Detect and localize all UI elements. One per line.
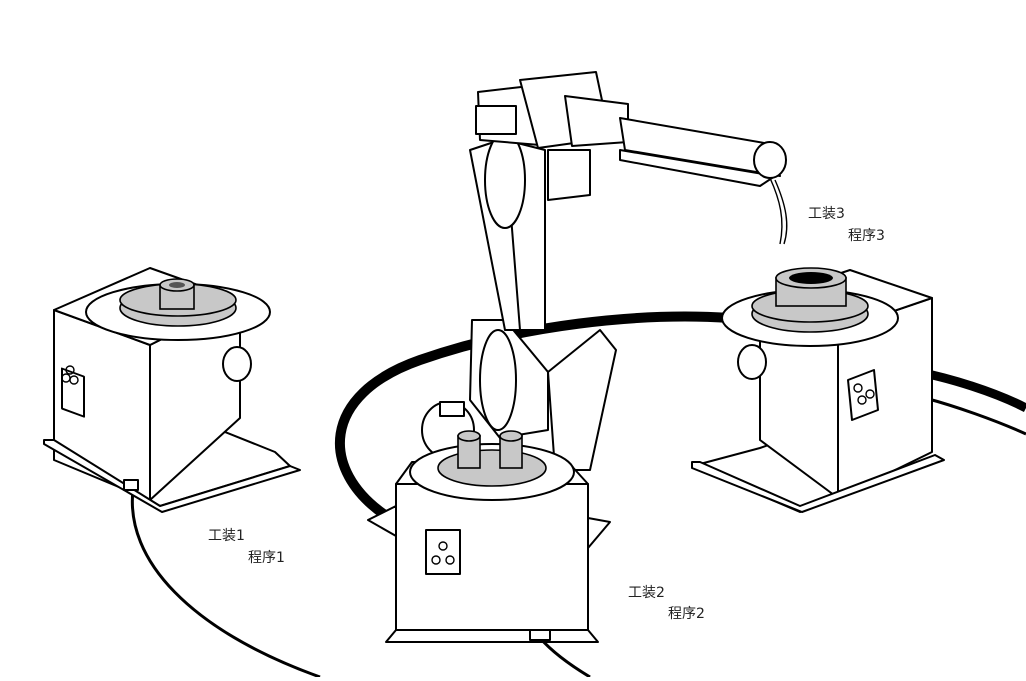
- positioner-station-1: [43, 267, 301, 513]
- cable-station-2: [538, 637, 591, 679]
- station-3-program-label: 程序3: [848, 228, 885, 244]
- station-1-program-label: 程序1: [248, 550, 285, 566]
- cable-station-1: [130, 489, 321, 679]
- station-3-fixture-label: 工装3: [808, 206, 845, 222]
- station-2-program-label: 程序2: [668, 606, 705, 622]
- robot-arm: [421, 71, 788, 471]
- positioner-station-3: [691, 267, 945, 513]
- positioner-station-2: [367, 430, 611, 643]
- station-1-fixture-label: 工装1: [208, 528, 245, 544]
- station-2-fixture-label: 工装2: [628, 585, 665, 601]
